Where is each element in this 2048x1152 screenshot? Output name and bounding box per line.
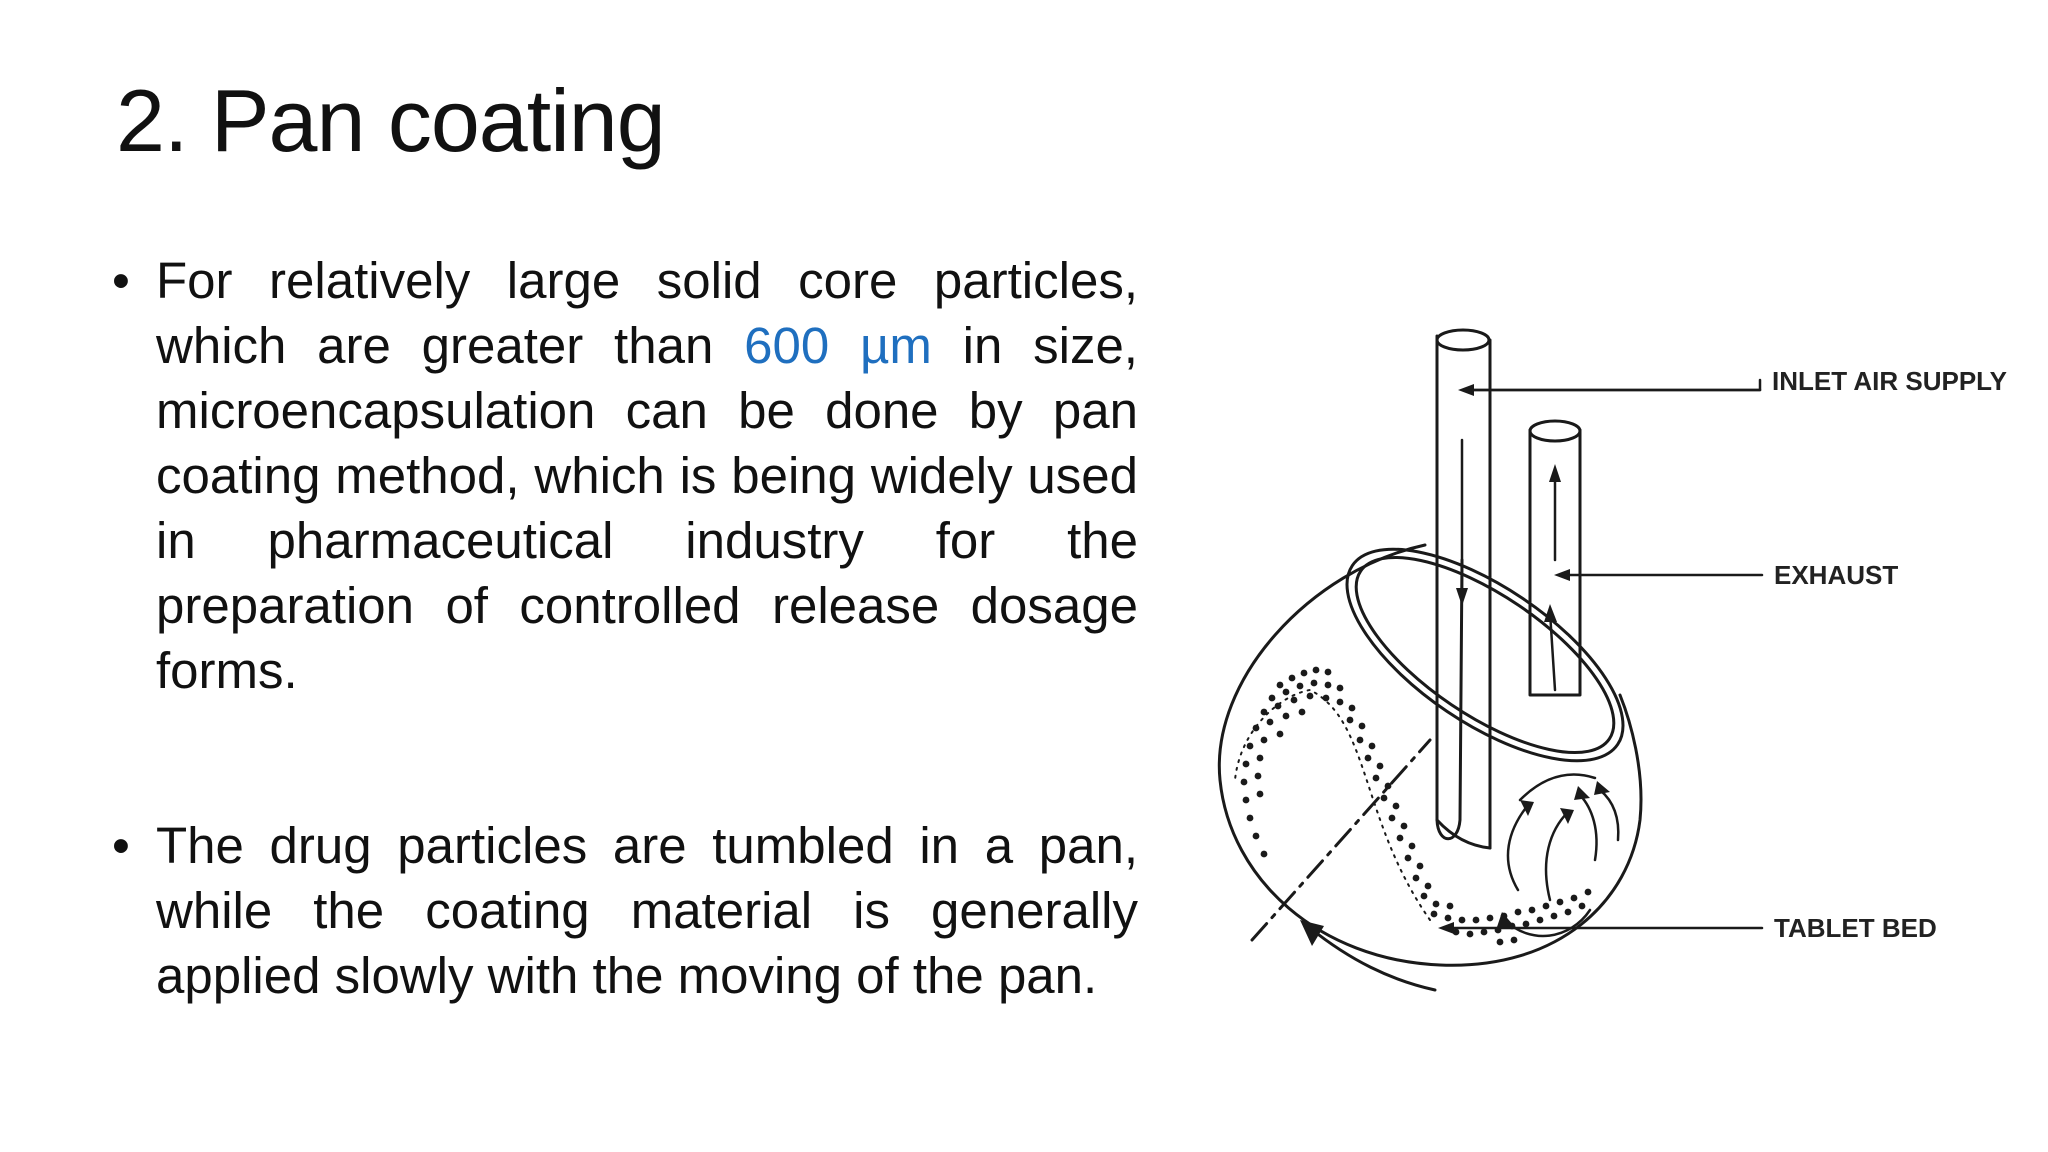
bullet-text: in size, microencapsulation can be done … — [156, 317, 1138, 699]
bullet-text: For relatively large solid core particle… — [156, 252, 1138, 374]
label-exhaust: EXHAUST — [1774, 560, 1898, 590]
pan-axis — [1250, 738, 1432, 942]
bullet-item-2: • The drug particles are tumbled in a pa… — [112, 813, 1138, 1008]
highlighted-value: 600 µm — [744, 317, 932, 374]
bullet-dot: • — [112, 252, 130, 309]
bullet-dot: • — [112, 817, 130, 874]
tablet-bed — [1240, 666, 1592, 946]
exhaust-tube — [1528, 428, 1582, 697]
label-tablet-bed: TABLET BED — [1774, 913, 1937, 943]
slide-title: 2. Pan coating — [116, 71, 666, 170]
label-inlet-air-supply: INLET AIR SUPPLY — [1772, 366, 2007, 396]
bullet-list: • For relatively large solid core partic… — [112, 248, 1138, 1008]
inlet-leader — [1468, 378, 1762, 392]
pan-mouth-inner — [1354, 555, 1616, 755]
rotation-arrow — [1308, 926, 1437, 992]
bullet-text: The drug particles are tumbled in a pan,… — [156, 817, 1138, 1004]
pan-coating-diagram: INLET AIR SUPPLY EXHAUST TABLET BED — [1217, 328, 2007, 992]
bullet-item-1: • For relatively large solid core partic… — [112, 248, 1138, 703]
pan-mouth — [1345, 547, 1625, 763]
pan-outline — [1217, 543, 1643, 967]
